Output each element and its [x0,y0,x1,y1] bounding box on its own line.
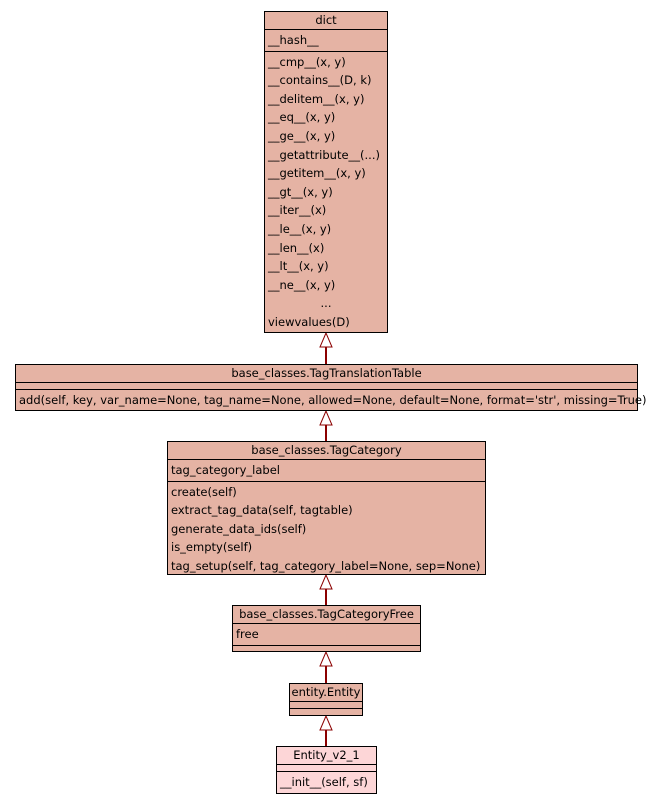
method: __ne__(x, y) [268,277,336,292]
method: __contains__(D, k) [268,73,372,88]
method: __getattribute__(...) [268,147,380,162]
class-name: entity.Entity [290,684,362,702]
class-tag-category[interactable]: base_classes.TagCategory tag_category_la… [167,441,486,575]
arrowhead-ttt [319,409,333,426]
attributes-section [16,383,637,390]
method: __delitem__(x, y) [268,91,365,106]
method: __getitem__(x, y) [268,166,366,181]
method: __iter__(x) [268,203,327,218]
class-name: dict [265,12,387,30]
method: tag_setup(self, tag_category_label=None,… [171,558,481,573]
method: __len__(x) [268,240,325,255]
attributes-section [290,702,362,709]
method: add(self, key, var_name=None, tag_name=N… [19,393,647,407]
method: generate_data_ids(self) [171,521,307,536]
methods-section [290,709,362,715]
methods-section: add(self, key, var_name=None, tag_name=N… [16,390,647,410]
arrowhead-free [319,650,333,667]
method: __lt__(x, y) [268,259,329,274]
class-name: Entity_v2_1 [277,747,376,765]
class-tag-translation-table[interactable]: base_classes.TagTranslationTable add(sel… [15,364,647,411]
attributes-section: __hash__ [265,30,387,52]
class-name: base_classes.TagTranslationTable [16,365,637,383]
method: __init__(self, sf) [280,775,368,789]
arrowhead-dict [319,331,333,348]
attributes-section [277,765,376,772]
class-dict[interactable]: dict __hash__ __cmp__(x, y) __contains__… [264,11,388,333]
method: __le__(x, y) [268,221,332,236]
attribute: __hash__ [268,33,319,47]
class-name: base_classes.TagCategoryFree [233,606,420,624]
class-entity-v2-1[interactable]: Entity_v2_1 __init__(self, sf) [276,746,377,794]
methods-section: __cmp__(x, y) __contains__(D, k) __delit… [265,52,387,332]
methods-section: __init__(self, sf) [277,772,376,792]
attributes-section: tag_category_label [168,460,485,482]
class-entity[interactable]: entity.Entity [289,683,363,716]
method-ellipsis: ... [320,296,332,311]
methods-section: create(self) extract_tag_data(self, tagt… [168,482,485,576]
method: is_empty(self) [171,540,253,555]
attribute: free [236,627,259,641]
method: extract_tag_data(self, tagtable) [171,503,353,518]
method: __ge__(x, y) [268,128,336,143]
arrowhead-entity [319,714,333,731]
method: __cmp__(x, y) [268,54,346,69]
methods-section [233,646,420,652]
arrowhead-tagcategory [319,573,333,590]
method: viewvalues(D) [268,314,350,329]
class-tag-category-free[interactable]: base_classes.TagCategoryFree free [232,605,421,652]
method: __eq__(x, y) [268,110,336,125]
attribute: tag_category_label [171,463,280,477]
attributes-section: free [233,624,420,646]
method: create(self) [171,484,237,499]
class-name: base_classes.TagCategory [168,442,485,460]
method: __gt__(x, y) [268,184,333,199]
